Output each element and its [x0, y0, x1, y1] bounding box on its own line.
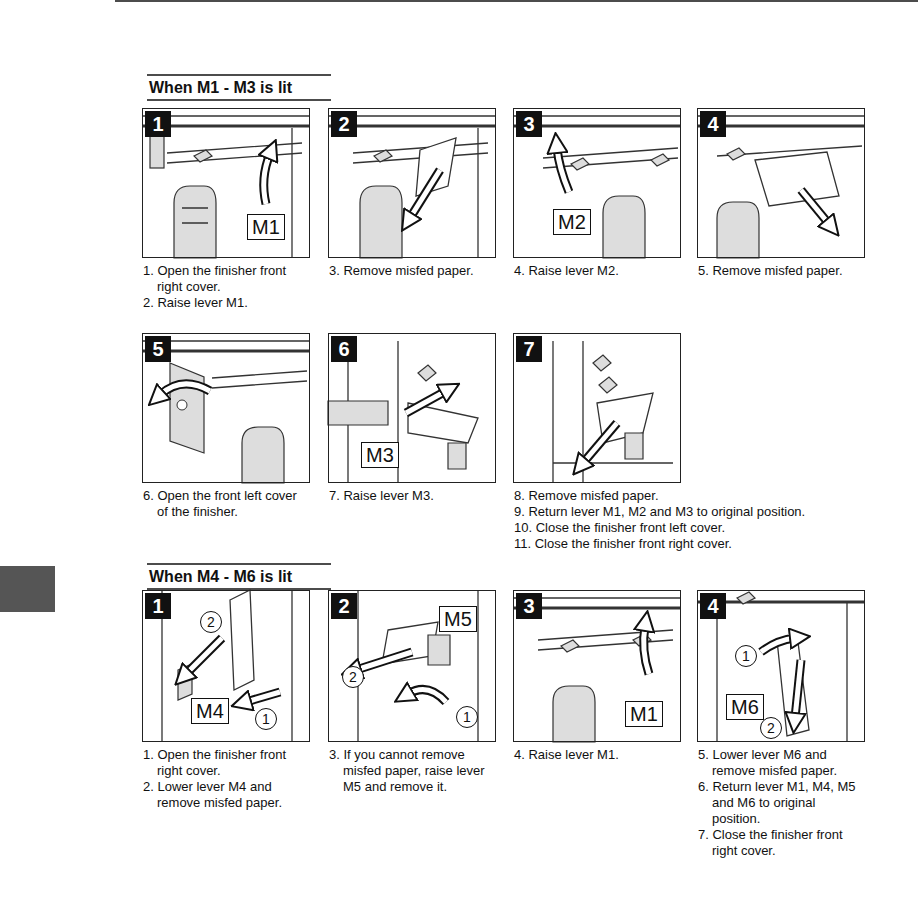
lever-label-text: M1	[252, 216, 280, 238]
step-caption: 3. Remove misfed paper.	[329, 263, 497, 279]
step-panel: 3. Remove misfed paper.2	[328, 108, 496, 258]
step-number-text: 2	[338, 113, 349, 135]
section-heading: When M4 - M6 is lit	[149, 567, 292, 587]
step-caption: 8. Remove misfed paper.9. Return lever M…	[514, 488, 859, 552]
caption-text: 2. Raise lever M1.	[143, 295, 311, 311]
step-number-text: 3	[523, 595, 534, 617]
caption-text: 8. Remove misfed paper.	[514, 488, 859, 504]
step-caption: 4. Raise lever M1.	[514, 747, 682, 763]
step-number-text: 4	[707, 595, 718, 617]
step-caption: 5. Remove misfed paper.	[698, 263, 866, 279]
caption-text: 4. Raise lever M1.	[514, 747, 682, 763]
callout-number-text: 1	[262, 711, 270, 727]
step-panel: 8. Remove misfed paper.9. Return lever M…	[513, 333, 681, 483]
lever-label-text: M4	[196, 700, 224, 722]
caption-text: 7. Close the finisher front right cover.	[698, 827, 866, 859]
caption-text: 3. Remove misfed paper.	[329, 263, 497, 279]
caption-text: 6. Open the front left cover of the fini…	[143, 488, 311, 520]
step-number-text: 1	[152, 113, 163, 135]
step-caption: 6. Open the front left cover of the fini…	[143, 488, 311, 520]
caption-text: 9. Return lever M1, M2 and M3 to origina…	[514, 504, 859, 520]
step-number: 6	[331, 336, 357, 362]
step-number-text: 1	[152, 595, 163, 617]
caption-text: 5. Lower lever M6 and remove misfed pape…	[698, 747, 866, 779]
step-panel: 7. Raise lever M3.6M3	[328, 333, 496, 483]
step-number-text: 6	[338, 338, 349, 360]
caption-text: 1. Open the finisher front right cover.	[143, 263, 311, 295]
lever-label: M3	[361, 442, 399, 468]
callout-number: 1	[255, 708, 277, 730]
lever-label-text: M5	[444, 608, 472, 630]
caption-text: 2. Lower lever M4 and remove misfed pape…	[143, 779, 311, 811]
caption-text: 5. Remove misfed paper.	[698, 263, 866, 279]
lever-label: M5	[439, 606, 477, 632]
caption-text: 1. Open the finisher front right cover.	[143, 747, 311, 779]
step-panel: 5. Remove misfed paper.4	[697, 108, 865, 258]
step-number: 1	[145, 111, 171, 137]
lever-label-text: M1	[630, 703, 658, 725]
callout-number: 2	[342, 666, 364, 688]
step-number: 3	[516, 111, 542, 137]
callout-number: 2	[760, 717, 782, 739]
step-panel: 1. Open the finisher front right cover.2…	[142, 108, 310, 258]
callout-number-text: 2	[767, 720, 775, 736]
step-number: 4	[700, 593, 726, 619]
lever-label: M4	[191, 698, 229, 724]
lever-label: M1	[247, 214, 285, 240]
step-number-text: 5	[152, 338, 163, 360]
lever-label-text: M6	[731, 696, 759, 718]
lever-label-text: M2	[558, 211, 586, 233]
step-number: 3	[516, 593, 542, 619]
lever-label: M6	[726, 694, 764, 720]
step-panel: 6. Open the front left cover of the fini…	[142, 333, 310, 483]
section-heading: When M1 - M3 is lit	[149, 78, 292, 98]
step-caption: 5. Lower lever M6 and remove misfed pape…	[698, 747, 866, 859]
step-panel: 5. Lower lever M6 and remove misfed pape…	[697, 590, 865, 742]
lever-label-text: M3	[366, 444, 394, 466]
step-number-text: 4	[707, 113, 718, 135]
step-caption: 4. Raise lever M2.	[514, 263, 682, 279]
caption-text: 3. If you cannot remove misfed paper, ra…	[329, 747, 497, 795]
callout-number: 1	[735, 645, 757, 667]
lever-label: M2	[553, 209, 591, 235]
step-caption: 3. If you cannot remove misfed paper, ra…	[329, 747, 497, 795]
callout-number-text: 2	[207, 614, 215, 630]
step-number: 1	[145, 593, 171, 619]
caption-text: 11. Close the finisher front right cover…	[514, 536, 859, 552]
callout-number-text: 2	[349, 669, 357, 685]
callout-number: 2	[200, 611, 222, 633]
caption-text: 6. Return lever M1, M4, M5 and M6 to ori…	[698, 779, 866, 827]
step-number-text: 7	[523, 338, 534, 360]
callout-number: 1	[456, 706, 478, 728]
step-panel: 3. If you cannot remove misfed paper, ra…	[328, 590, 496, 742]
step-caption: 7. Raise lever M3.	[329, 488, 497, 504]
caption-text: 10. Close the finisher front left cover.	[514, 520, 859, 536]
lever-label: M1	[625, 701, 663, 727]
caption-text: 7. Raise lever M3.	[329, 488, 497, 504]
step-panel: 4. Raise lever M1.3M1	[513, 590, 681, 742]
step-number: 2	[331, 593, 357, 619]
callout-number-text: 1	[742, 648, 750, 664]
step-panel: 1. Open the finisher front right cover.2…	[142, 590, 310, 742]
step-number: 4	[700, 111, 726, 137]
caption-text: 4. Raise lever M2.	[514, 263, 682, 279]
step-number: 5	[145, 336, 171, 362]
step-caption: 1. Open the finisher front right cover.2…	[143, 263, 311, 311]
step-panel: 4. Raise lever M2.3M2	[513, 108, 681, 258]
callout-number-text: 1	[463, 709, 471, 725]
step-caption: 1. Open the finisher front right cover.2…	[143, 747, 311, 811]
step-number-text: 2	[338, 595, 349, 617]
step-number-text: 3	[523, 113, 534, 135]
step-number: 2	[331, 111, 357, 137]
step-number: 7	[516, 336, 542, 362]
